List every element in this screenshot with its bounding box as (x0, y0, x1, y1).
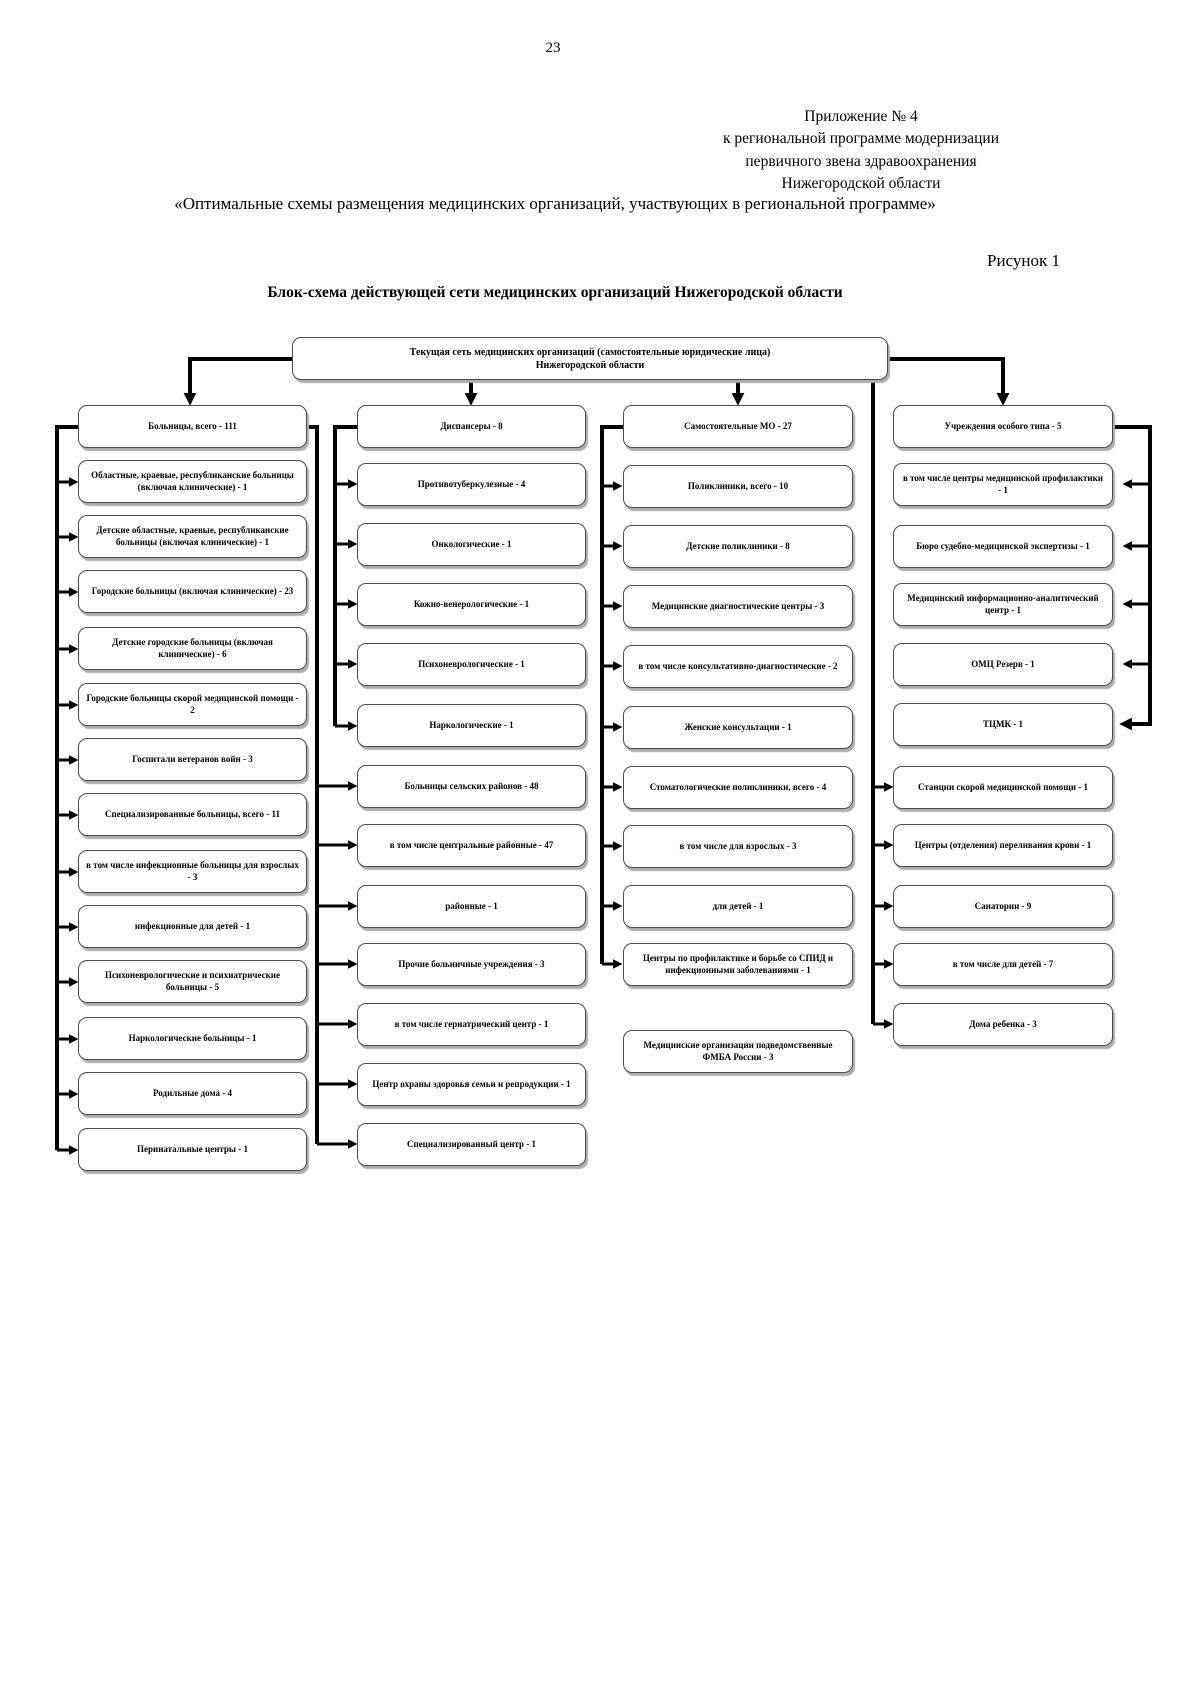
appendix-line: к региональной программе модернизации (722, 130, 1000, 148)
chart-node: инфекционные для детей - 1 (78, 905, 307, 948)
root-node-line1: Текущая сеть медицинских организаций (са… (409, 346, 771, 358)
chart-node: Санатории - 9 (893, 885, 1113, 928)
chart-node: Родильные дома - 4 (78, 1072, 307, 1115)
chart-node: Детские городские больницы (включая клин… (78, 627, 307, 670)
chart-node: Поликлиники, всего - 10 (623, 465, 853, 508)
chart-node: Перинатальные центры - 1 (78, 1128, 307, 1171)
chart-node: Психоневрологические и психиатрические б… (78, 960, 307, 1003)
appendix-note: Приложение № 4 к региональной программе … (640, 106, 1082, 196)
node-special-institutions-header: Учреждения особого типа - 5 (893, 405, 1113, 448)
appendix-line: Приложение № 4 (804, 108, 918, 125)
chart-node: Специализированные больницы, всего - 11 (78, 793, 307, 836)
chart-node: Больницы сельских районов - 48 (357, 765, 586, 808)
chart-node: в том числе гериатрический центр - 1 (357, 1003, 586, 1046)
chart-node: в том числе для взрослых - 3 (623, 825, 853, 868)
appendix-line: Нижегородской области (781, 175, 941, 193)
chart-node: Дома ребенка - 3 (893, 1003, 1113, 1046)
chart-node: Детские областные, краевые, республиканс… (78, 515, 307, 558)
appendix-line: первичного звена здравоохранения (745, 152, 977, 170)
chart-node: ОМЦ Резерв - 1 (893, 643, 1113, 686)
node-fmba: Медицинские организации подведомственные… (623, 1030, 853, 1073)
chart-node: Центры (отделения) переливания крови - 1 (893, 824, 1113, 867)
chart-node: в том числе центральные районные - 47 (357, 824, 586, 867)
page-number: 23 (545, 40, 561, 56)
chart-title: Блок-схема действующей сети медицинских … (267, 284, 843, 301)
chart-node: для детей - 1 (623, 885, 853, 928)
chart-node: в том числе консультативно-диагностическ… (623, 645, 853, 688)
chart-node: Центры по профилактике и борьбе со СПИД … (623, 943, 853, 986)
chart-node: ТЦМК - 1 (893, 703, 1113, 746)
chart-node: Противотуберкулезные - 4 (357, 463, 586, 506)
chart-node: Прочие больничные учреждения - 3 (357, 943, 586, 986)
chart-node: Медицинские диагностические центры - 3 (623, 585, 853, 628)
chart-node: Станции скорой медицинской помощи - 1 (893, 766, 1113, 809)
chart-node: Онкологические - 1 (357, 523, 586, 566)
chart-node: Кожно-венерологические - 1 (357, 583, 586, 626)
chart-node: Бюро судебно-медицинской экспертизы - 1 (893, 525, 1113, 568)
root-node-line2: Нижегородской области (535, 359, 645, 371)
chart-node: районные - 1 (357, 885, 586, 928)
chart-node: в том числе для детей - 7 (893, 943, 1113, 986)
chart-node: в том числе центры медицинской профилакт… (893, 463, 1113, 506)
chart-node: Наркологические - 1 (357, 704, 586, 747)
chart-node: Женские консультации - 1 (623, 706, 853, 749)
chart-node: Стоматологические поликлиники, всего - 4 (623, 766, 853, 809)
chart-node: в том числе инфекционные больницы для вз… (78, 850, 307, 893)
chart-node: Госпитали ветеранов войн - 3 (78, 738, 307, 781)
figure-label: Рисунок 1 (987, 251, 1060, 270)
root-node: Текущая сеть медицинских организаций (са… (292, 337, 888, 380)
chart-node: Городские больницы скорой медицинской по… (78, 683, 307, 726)
chart-node: Центр охраны здоровья семьи и репродукци… (357, 1063, 586, 1106)
chart-node: Городские больницы (включая клинические)… (78, 570, 307, 613)
document-title: «Оптимальные схемы размещения медицински… (174, 194, 936, 213)
chart-node: Наркологические больницы - 1 (78, 1017, 307, 1060)
chart-node: Областные, краевые, республиканские боль… (78, 460, 307, 503)
node-dispensaries-header: Диспансеры - 8 (357, 405, 586, 448)
node-independent-mo-header: Самостоятельные МО - 27 (623, 405, 853, 448)
chart-node: Специализированный центр - 1 (357, 1123, 586, 1166)
chart-node: Детские поликлиники - 8 (623, 525, 853, 568)
chart-node: Медицинский информационно-аналитический … (893, 583, 1113, 626)
chart-node: Психоневрологические - 1 (357, 643, 586, 686)
node-hospitals-header: Больницы, всего - 111 (78, 405, 307, 448)
